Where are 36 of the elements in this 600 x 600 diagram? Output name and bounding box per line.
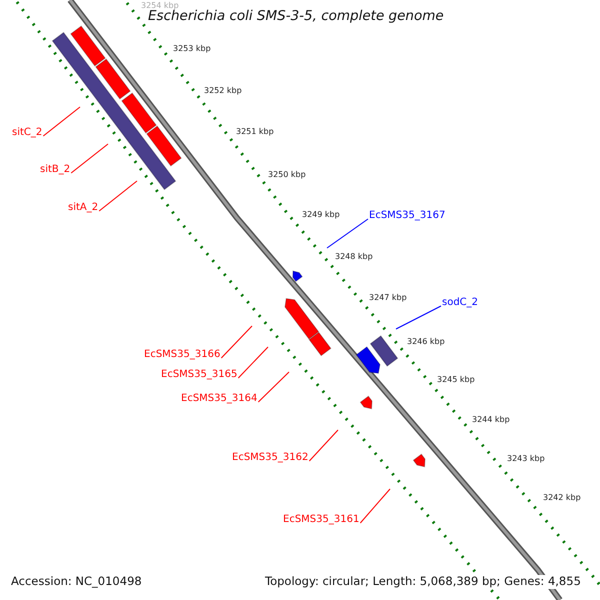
- scale-label: 3246 kbp: [407, 338, 445, 346]
- gene-label: sitB_2: [40, 165, 70, 175]
- scale-label: 3251 kbp: [236, 128, 274, 136]
- scale-label: 3253 kbp: [173, 45, 211, 53]
- title: Escherichia coli SMS-3-5, complete genome: [148, 10, 444, 24]
- gene-label: sitA_2: [68, 203, 98, 213]
- leader-line: [42, 106, 80, 136]
- leader-line: [258, 372, 290, 402]
- gene-label: EcSMS35_3165: [161, 370, 238, 380]
- scale-label: 3243 kbp: [507, 455, 545, 463]
- leader-line: [70, 144, 108, 174]
- leader-line: [220, 326, 252, 358]
- scale-label: 3247 kbp: [369, 294, 407, 302]
- leader-line: [98, 180, 138, 212]
- leader-line: [396, 306, 442, 330]
- leader-line: [360, 488, 390, 524]
- leader-line: [238, 346, 268, 378]
- gene-label: sitC_2: [12, 128, 42, 138]
- scale-label: 3250 kbp: [268, 171, 306, 179]
- gene-label: EcSMS35_3166: [144, 350, 220, 360]
- scale-label: 3244 kbp: [472, 416, 510, 424]
- scale-label: 3249 kbp: [302, 211, 340, 219]
- leader-line: [326, 218, 368, 248]
- scale-label: 3252 kbp: [204, 87, 242, 95]
- scale-label: 3248 kbp: [335, 253, 373, 261]
- gene-label: EcSMS35_3164: [181, 394, 258, 404]
- genome-info-text: Topology: circular; Length: 5,068,389 bp; Genes: 4,855: [263, 575, 583, 588]
- accession-text: Accession: NC_010498: [9, 575, 144, 588]
- gene-label: EcSMS35_3162: [232, 453, 308, 463]
- gene-label: sodC_2: [442, 298, 478, 308]
- scale-label: 3254 kbp: [141, 2, 179, 10]
- scale-label: 3245 kbp: [437, 376, 475, 384]
- leader-line: [308, 430, 338, 462]
- gene-label: EcSMS35_3167: [369, 211, 446, 221]
- scale-label: 3242 kbp: [543, 494, 581, 502]
- gene-label: EcSMS35_3161: [283, 515, 360, 525]
